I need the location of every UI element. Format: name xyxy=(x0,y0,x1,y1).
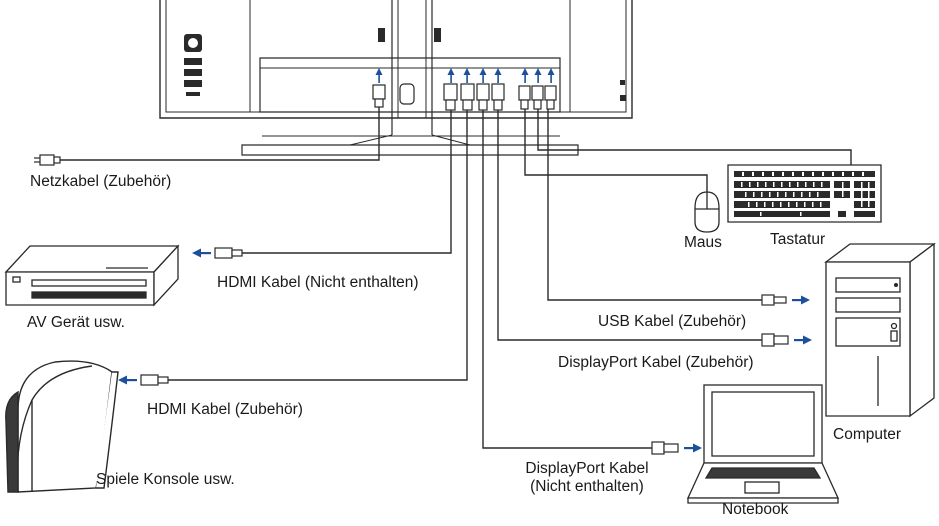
keyboard-label: Tastatur xyxy=(770,231,826,248)
computer-label: Computer xyxy=(833,426,902,443)
displayport-cable-accessory-label: DisplayPort Kabel (Zubehör) xyxy=(558,354,754,371)
power-port-arrow xyxy=(375,68,383,83)
av-device-label: AV Gerät usw. xyxy=(27,314,125,331)
dp1-port-arrow xyxy=(479,68,487,83)
hdmi1-port-arrow xyxy=(447,68,455,83)
notebook-illustration xyxy=(686,384,840,504)
game-console-illustration xyxy=(5,360,119,493)
cables xyxy=(60,107,852,449)
arrow-dp-to-computer xyxy=(794,335,812,345)
port-arrows xyxy=(375,68,555,83)
usb-up-port-arrow xyxy=(521,68,529,83)
arrow-to-console xyxy=(118,375,137,385)
displayport-cable-line1: DisplayPort Kabel xyxy=(525,460,649,477)
computer-illustration xyxy=(824,242,936,418)
game-console-label: Spiele Konsole usw. xyxy=(96,471,235,488)
hdmi2-port-arrow xyxy=(463,68,471,83)
monitor-rear xyxy=(159,0,633,156)
plugged-connectors xyxy=(372,83,557,111)
mouse-illustration xyxy=(694,191,720,233)
arrow-to-av xyxy=(192,248,211,258)
cable-ends xyxy=(34,154,789,455)
dp2-port-arrow xyxy=(494,68,502,83)
av-device-illustration xyxy=(4,244,180,307)
arrow-usb-to-computer xyxy=(792,295,810,305)
keyboard-illustration xyxy=(727,164,882,223)
hdmi-cable-accessory-label: HDMI Kabel (Zubehör) xyxy=(147,401,303,418)
mouse-label: Maus xyxy=(684,234,722,251)
arrow-dp-to-notebook xyxy=(684,443,702,453)
usb-port-arrow-2 xyxy=(547,68,555,83)
displayport-cable-line2: (Nicht enthalten) xyxy=(530,478,644,495)
displayport-cable-not-included-label: DisplayPort Kabel (Nicht enthalten) xyxy=(512,460,662,496)
usb-cable-label: USB Kabel (Zubehör) xyxy=(598,313,747,330)
direction-arrows xyxy=(118,248,812,453)
power-cable-label: Netzkabel (Zubehör) xyxy=(30,173,172,190)
usb-port-arrow-1 xyxy=(534,68,542,83)
hdmi-cable-not-included-label: HDMI Kabel (Nicht enthalten) xyxy=(217,274,419,291)
notebook-label: Notebook xyxy=(722,501,789,518)
